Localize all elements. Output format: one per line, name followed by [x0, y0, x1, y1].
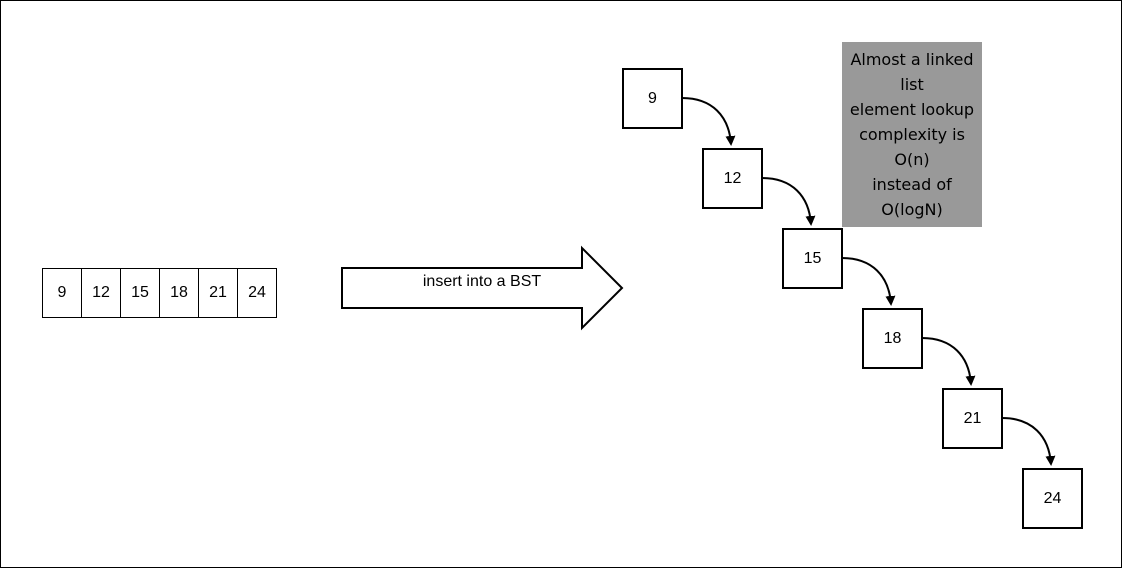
note-line: complexity is [859, 125, 965, 144]
array-cell: 15 [120, 268, 160, 318]
note-line: O(logN) [881, 200, 943, 219]
insert-arrow-label: insert into a BST [422, 273, 542, 290]
array-cell: 12 [81, 268, 121, 318]
array-cell: 18 [159, 268, 199, 318]
bst-node-12: 12 [702, 148, 763, 209]
bst-edge-21-24 [1001, 417, 1056, 466]
array-cell: 21 [198, 268, 238, 318]
note-line: element lookup [849, 100, 975, 119]
bst-node-15: 15 [782, 228, 843, 289]
note-line: list [900, 75, 924, 94]
bst-node-18: 18 [862, 308, 923, 369]
array-cell: 9 [42, 268, 82, 318]
bst-node-24: 24 [1022, 468, 1083, 529]
bst-edge-15-18 [841, 257, 896, 306]
note-line: instead of [872, 175, 952, 194]
complexity-note: Almost a linked list element lookup comp… [842, 42, 982, 227]
bst-node-9: 9 [622, 68, 683, 129]
sorted-array: 9 12 15 18 21 24 [42, 268, 277, 318]
array-cell: 24 [237, 268, 277, 318]
bst-edge-12-15 [761, 177, 816, 226]
note-line: Almost a linked [850, 50, 974, 69]
note-line: O(n) [894, 150, 930, 169]
bst-edge-9-12 [681, 97, 736, 146]
bst-edge-18-21 [921, 337, 976, 386]
insert-block-arrow [341, 245, 624, 331]
bst-node-21: 21 [942, 388, 1003, 449]
